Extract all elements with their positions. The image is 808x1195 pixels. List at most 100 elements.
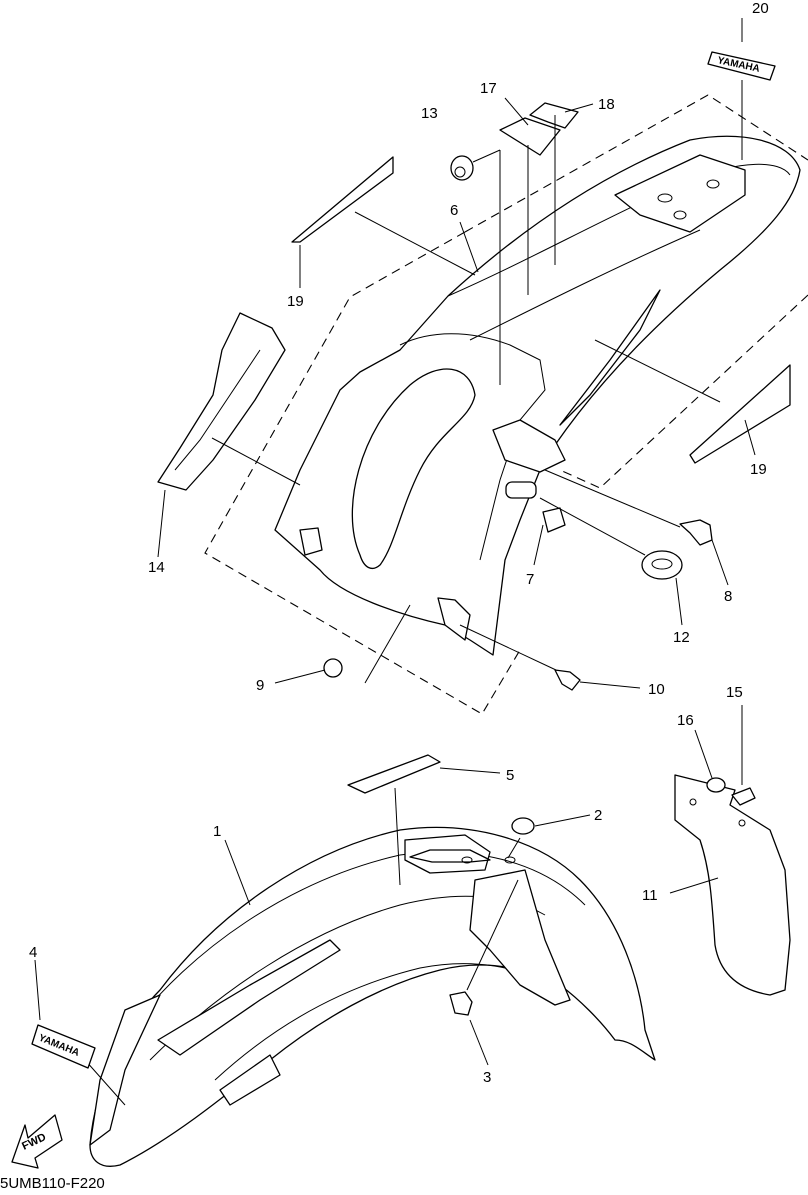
decal-19-lower — [689, 364, 791, 464]
side-cover-14-inner — [174, 349, 261, 471]
fwd-arrow-icon: FWD — [11, 1114, 63, 1169]
leader-9 — [274, 669, 326, 684]
leader-14b — [211, 437, 301, 486]
callout-17: 17 — [480, 80, 497, 97]
leader-10b — [459, 624, 557, 671]
rear-fender-bracket — [492, 419, 566, 473]
leader-12b — [539, 497, 646, 556]
decal-4 — [31, 1024, 96, 1069]
leader-1 — [224, 839, 251, 906]
callout-10: 10 — [648, 681, 665, 698]
diagram-code: 5UMB110-F220 — [0, 1175, 105, 1190]
mount-hole-a — [461, 856, 473, 864]
leader-16 — [694, 729, 713, 779]
plate-hole-b — [738, 819, 746, 827]
side-cover-14 — [157, 312, 286, 491]
decal-19-upper — [291, 156, 394, 243]
leader-9b — [364, 604, 411, 684]
grommet-13-hole — [454, 166, 466, 178]
grommet-12-hole — [651, 558, 673, 570]
leader-13 — [472, 149, 501, 163]
leader-7 — [533, 524, 544, 566]
washer-16 — [706, 777, 726, 793]
screw-15 — [731, 787, 756, 806]
callout-16: 16 — [677, 712, 694, 729]
callout-3: 3 — [483, 1069, 491, 1086]
mount-hole-b — [504, 856, 516, 864]
pad-18 — [529, 102, 579, 129]
callout-14: 14 — [148, 559, 165, 576]
bolt-3 — [449, 991, 473, 1016]
callout-4: 4 — [29, 944, 37, 961]
leader-6 — [459, 221, 479, 273]
rear-fender-inner-arch — [351, 368, 476, 569]
bolt-8 — [679, 519, 713, 546]
leader-5b — [394, 787, 401, 886]
leader-11 — [669, 877, 719, 894]
leader-2 — [534, 814, 591, 827]
plate-hole-a — [689, 798, 697, 806]
leader-8b — [544, 469, 681, 528]
pad-5 — [347, 754, 441, 794]
nut-2 — [511, 817, 535, 835]
callout-15: 15 — [726, 684, 743, 701]
leader-5 — [439, 767, 501, 774]
callout-6: 6 — [450, 202, 458, 219]
pad-17 — [499, 117, 561, 156]
callout-11: 11 — [642, 887, 658, 904]
callout-13: 13 — [421, 105, 438, 122]
callout-9: 9 — [256, 677, 264, 694]
callout-2: 2 — [594, 807, 602, 824]
leader-17 — [504, 97, 529, 126]
front-fender-underflap — [469, 869, 571, 1006]
callout-8: 8 — [724, 588, 732, 605]
leader-19b — [744, 419, 756, 456]
grommet-13 — [450, 155, 474, 181]
front-fender-side-panel — [89, 994, 161, 1146]
rear-fender-mount-tab — [299, 527, 323, 556]
decal-20 — [707, 51, 776, 81]
callout-1: 1 — [213, 823, 221, 840]
rear-fender — [274, 135, 801, 656]
callout-18: 18 — [598, 96, 615, 113]
rear-fender-side-cut — [559, 289, 661, 426]
collar-9 — [323, 658, 343, 678]
callout-7: 7 — [526, 571, 534, 588]
rear-fender-inner-wall — [399, 333, 546, 561]
leader-19a-b — [354, 211, 476, 276]
front-fender-slot — [157, 939, 341, 1056]
rear-fender-hole-b — [706, 179, 720, 189]
front-fender-mount-arrow — [409, 849, 491, 863]
nut-7 — [542, 507, 566, 533]
leader-3b — [466, 879, 519, 991]
front-fender-tip-panel — [219, 1054, 281, 1106]
rear-assembly-dashed-outline-b — [204, 231, 521, 715]
rear-fender-hole-c — [673, 210, 687, 220]
rear-fender-slot — [505, 481, 537, 499]
leader-8 — [711, 539, 729, 586]
leader-3 — [469, 1019, 489, 1066]
leader-4 — [34, 959, 41, 1021]
grommet-12 — [641, 550, 683, 580]
front-fender — [89, 826, 656, 1167]
callout-19a: 19 — [287, 293, 304, 310]
bolt-10 — [554, 669, 581, 691]
leader-19b-b — [594, 339, 721, 403]
front-fender-ridge-a — [129, 851, 586, 1031]
leader-14 — [157, 489, 166, 558]
callout-20: 20 — [752, 0, 769, 17]
leader-12 — [675, 577, 683, 626]
rear-assembly-dashed-outline — [464, 94, 808, 233]
side-plate-11 — [674, 774, 791, 996]
callout-19b: 19 — [750, 461, 767, 478]
leader-2b — [507, 837, 521, 859]
rear-fender-hole-a — [657, 193, 673, 203]
callout-12: 12 — [673, 629, 690, 646]
leader-10 — [579, 681, 641, 689]
rear-fender-seat-recess — [614, 154, 746, 233]
leader-18 — [564, 103, 594, 113]
callout-5: 5 — [506, 767, 514, 784]
leader-4b — [84, 1059, 126, 1106]
